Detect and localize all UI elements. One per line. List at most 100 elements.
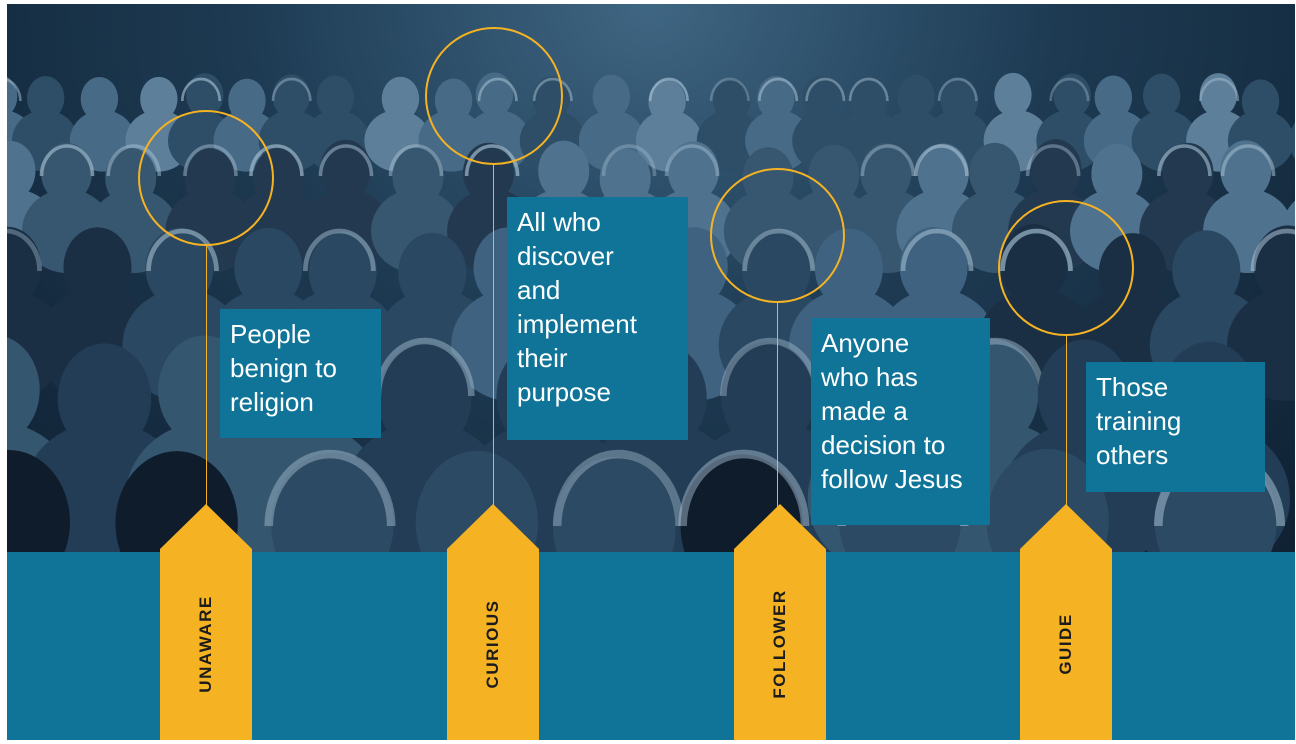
follower-ring: [710, 168, 845, 303]
crowd-head: [860, 143, 912, 204]
crowd-head: [592, 74, 631, 119]
curious-label: CURIOUS: [483, 599, 502, 689]
curious-stem: [493, 165, 494, 516]
unaware-ring: [138, 110, 274, 246]
crowd-head: [1220, 140, 1272, 201]
crowd-highlight: [1250, 228, 1295, 272]
crowd-highlight: [1025, 144, 1081, 177]
crowd-head: [320, 139, 372, 200]
crowd-head: [228, 78, 266, 123]
crowd-head: [271, 452, 394, 552]
crowd-highlight: [601, 144, 657, 177]
unaware-description: People benign to religion: [220, 309, 381, 438]
crowd-head: [234, 227, 303, 308]
crowd-highlight: [1049, 77, 1090, 102]
crowd-head: [1142, 73, 1181, 118]
crowd-head: [41, 142, 93, 203]
crowd-head: [538, 140, 590, 201]
crowd-head: [1241, 79, 1280, 124]
guide-tag: GUIDE: [1020, 504, 1112, 740]
follower-tag: FOLLOWER: [734, 504, 826, 740]
curious-ring: [425, 27, 563, 165]
crowd-head: [721, 341, 815, 452]
guide-stem: [1066, 336, 1067, 516]
crowd-head: [140, 76, 178, 121]
crowd-head: [272, 74, 310, 119]
follower-description: Anyone who has made a decision to follow…: [811, 318, 990, 525]
crowd-body: [1288, 122, 1295, 159]
crowd-highlight: [709, 77, 750, 102]
crowd-head: [599, 148, 651, 209]
crowd-head: [897, 74, 935, 119]
crowd-highlight: [180, 77, 222, 102]
crowd-head: [398, 232, 467, 313]
follower-stem: [777, 303, 778, 516]
crowd-highlight: [1157, 144, 1212, 177]
guide-ring: [998, 200, 1134, 336]
crowd-head: [757, 75, 795, 120]
crowd-head: [1053, 73, 1091, 118]
crowd-highlight: [648, 77, 689, 102]
crowd-highlight: [1220, 144, 1276, 177]
crowd-head: [381, 76, 420, 121]
crowd-highlight: [264, 449, 396, 527]
crowd-head: [392, 146, 444, 207]
crowd-highlight: [678, 449, 810, 527]
crowd-highlight: [914, 144, 969, 177]
crowd-head: [917, 143, 969, 204]
crowd-head: [1030, 139, 1082, 200]
unaware-stem: [206, 246, 207, 516]
crowd-head: [308, 231, 377, 312]
crowd-highlight: [318, 144, 374, 177]
crowd-highlight: [7, 78, 22, 102]
crowd-head: [969, 142, 1021, 203]
crowd-head: [63, 227, 132, 308]
crowd-highlight: [374, 337, 475, 397]
crowd-head: [378, 342, 472, 453]
crowd-highlight: [900, 228, 974, 272]
crowd-highlight: [848, 77, 889, 102]
crowd-head: [145, 227, 214, 308]
crowd-highlight: [39, 144, 95, 177]
crowd-highlight: [271, 77, 312, 102]
crowd-highlight: [302, 228, 376, 272]
crowd-head: [899, 227, 968, 308]
crowd-head: [57, 343, 152, 454]
crowd-head: [1253, 225, 1295, 306]
crowd-head: [1199, 73, 1238, 118]
crowd-head: [648, 79, 686, 124]
guide-label: GUIDE: [1056, 613, 1075, 675]
crowd-head: [7, 450, 70, 552]
unaware-tag: UNAWARE: [160, 504, 252, 740]
curious-tag: CURIOUS: [447, 504, 539, 740]
crowd-highlight: [758, 77, 799, 102]
crowd-head: [940, 78, 979, 123]
slide: People benign to religion UNAWARE All wh…: [7, 4, 1295, 740]
crowd-head: [1091, 143, 1143, 204]
crowd-head: [667, 141, 719, 202]
crowd-head: [1172, 230, 1241, 311]
unaware-label: UNAWARE: [196, 595, 215, 693]
crowd-head: [26, 76, 65, 121]
crowd-head: [1162, 142, 1214, 203]
follower-label: FOLLOWER: [770, 589, 789, 699]
crowd-head: [7, 140, 36, 201]
guide-description: Those training others: [1086, 362, 1265, 492]
crowd-highlight: [7, 228, 42, 272]
crowd-head: [849, 80, 888, 125]
crowd-head: [994, 72, 1032, 117]
crowd-highlight: [805, 77, 846, 102]
crowd-highlight: [388, 144, 444, 177]
crowd-head: [80, 76, 119, 121]
crowd-head: [7, 226, 42, 307]
crowd-head: [316, 75, 355, 120]
crowd-highlight: [1199, 77, 1240, 102]
curious-description: All who discover and implement their pur…: [507, 197, 688, 440]
crowd-head: [7, 337, 40, 443]
crowd-highlight: [860, 144, 916, 177]
crowd-highlight: [664, 144, 720, 177]
crowd-head: [553, 456, 676, 552]
crowd-highlight: [552, 449, 684, 527]
crowd-head: [713, 78, 751, 123]
crowd-head: [1094, 75, 1133, 120]
